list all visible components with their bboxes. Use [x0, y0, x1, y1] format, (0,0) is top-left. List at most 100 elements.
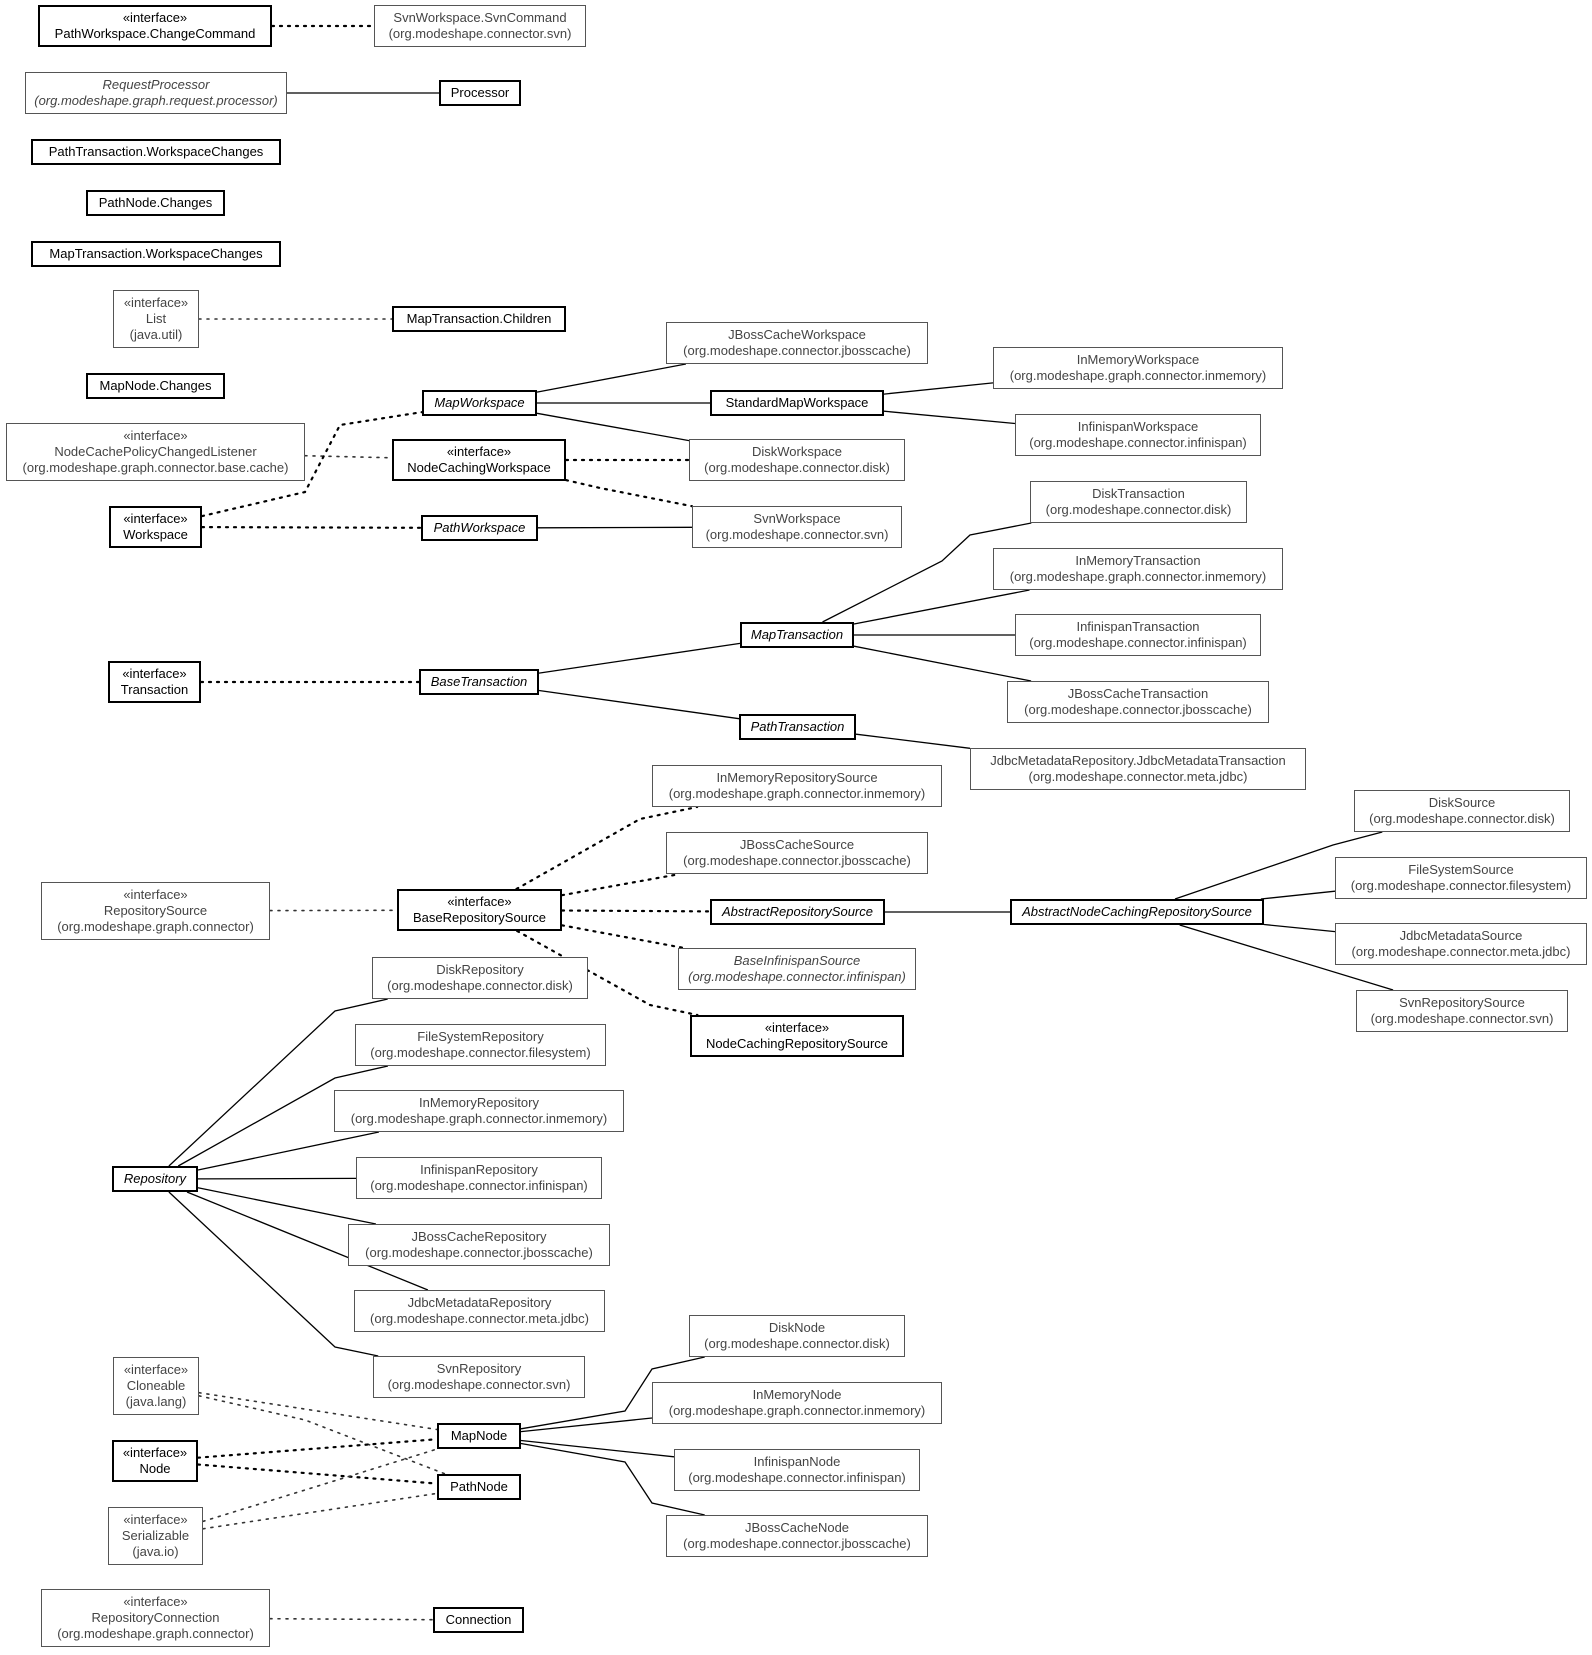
class-name: SvnWorkspace	[753, 511, 841, 526]
class-name: JBossCacheRepository	[411, 1229, 547, 1244]
package-label: (org.modeshape.connector.infinispan)	[1029, 435, 1247, 450]
package-label: (org.modeshape.connector.infinispan)	[688, 969, 906, 984]
class-name: Cloneable	[126, 1378, 186, 1393]
class-name: List	[145, 311, 167, 326]
class-box-svnrepositorysource: SvnRepositorySource(org.modeshape.connec…	[1356, 990, 1568, 1032]
class-name: RepositoryConnection	[91, 1610, 220, 1625]
class-name: Connection	[445, 1612, 512, 1627]
edge-serializable-to-pathnode	[202, 1492, 438, 1530]
class-name: JBossCacheNode	[744, 1520, 850, 1535]
class-box-pathtx-wschanges: PathTransaction.WorkspaceChanges	[31, 139, 281, 165]
class-box-abstractnodecachingrepositorysource: AbstractNodeCachingRepositorySource	[1010, 899, 1264, 925]
edge-cloneable-to-mapnode	[198, 1391, 438, 1431]
package-label: (org.modeshape.connector.disk)	[704, 460, 890, 475]
class-name: BaseInfinispanSource	[733, 953, 861, 968]
class-name: Node	[139, 1461, 171, 1476]
package-label: (org.modeshape.connector.disk)	[1369, 811, 1555, 826]
package-label: (org.modeshape.connector.jbosscache)	[365, 1245, 593, 1260]
class-name: PathWorkspace	[433, 520, 526, 535]
class-box-pw-changecommand: «interface»PathWorkspace.ChangeCommand	[38, 5, 272, 47]
edge-node-to-pathnode	[196, 1463, 439, 1485]
class-box-repositoryconnection: «interface»RepositoryConnection(org.mode…	[41, 1589, 270, 1647]
edge-mapnode-to-inmemorynode	[520, 1417, 653, 1433]
class-name: AbstractRepositorySource	[721, 904, 873, 919]
class-box-repositorysource: «interface»RepositorySource(org.modeshap…	[41, 882, 270, 940]
package-label: (org.modeshape.graph.connector)	[57, 919, 254, 934]
package-label: (org.modeshape.graph.request.processor)	[34, 93, 278, 108]
class-box-infinispantransaction: InfinispanTransaction(org.modeshape.conn…	[1015, 614, 1261, 656]
edge-cloneable-to-pathnode	[198, 1395, 447, 1475]
class-box-basetransaction: BaseTransaction	[419, 669, 539, 695]
edge-pathworkspace-to-svnworkspace	[537, 526, 693, 529]
edge-basetransaction-to-pathtransaction	[538, 689, 740, 720]
class-name: InMemoryNode	[752, 1387, 842, 1402]
class-name: MapTransaction.Children	[406, 311, 552, 326]
class-name: BaseTransaction	[430, 674, 528, 689]
edge-nodecachingworkspace-to-svnworkspace	[564, 479, 694, 508]
edge-repository-to-jdbcmetadatarepository	[186, 1191, 429, 1291]
edge-repository-to-inmemoryrepository	[197, 1131, 380, 1171]
class-box-workspace: «interface»Workspace	[109, 506, 202, 548]
class-box-mapnode: MapNode	[437, 1423, 521, 1449]
package-label: (org.modeshape.connector.svn)	[1370, 1011, 1554, 1026]
edge-serializable-to-mapnode	[202, 1448, 438, 1523]
class-box-svnrepository: SvnRepository(org.modeshape.connector.sv…	[373, 1356, 585, 1398]
class-box-node: «interface»Node	[112, 1440, 198, 1482]
edge-repository-to-svnrepository	[168, 1191, 379, 1357]
class-name: StandardMapWorkspace	[725, 395, 869, 410]
class-box-nodecachingworkspace: «interface»NodeCachingWorkspace	[392, 439, 566, 481]
edge-mapnode-to-jbosscachenode	[520, 1442, 705, 1516]
package-label: (org.modeshape.connector.infinispan)	[370, 1178, 588, 1193]
edge-mapworkspace-to-diskworkspace	[536, 412, 690, 442]
class-box-abstractrepositorysource: AbstractRepositorySource	[710, 899, 885, 925]
class-name: SvnRepositorySource	[1399, 995, 1525, 1010]
class-name: PathNode	[450, 1479, 508, 1494]
package-label: (org.modeshape.connector.infinispan)	[688, 1470, 906, 1485]
class-name: PathWorkspace.ChangeCommand	[54, 26, 256, 41]
class-box-nodecachepolicylistener: «interface»NodeCachePolicyChangedListene…	[6, 423, 305, 481]
package-label: (org.modeshape.connector.disk)	[1045, 502, 1232, 517]
class-box-infinispannode: InfinispanNode(org.modeshape.connector.i…	[674, 1449, 920, 1491]
class-name: AbstractNodeCachingRepositorySource	[1022, 904, 1252, 919]
class-name: InMemoryWorkspace	[1076, 352, 1200, 367]
edge-mapnode-to-disknode	[520, 1356, 705, 1430]
class-box-pathnode-changes: PathNode.Changes	[86, 190, 225, 216]
package-label: (org.modeshape.graph.connector.inmemory)	[668, 1403, 926, 1418]
package-label: (org.modeshape.connector.jbosscache)	[1024, 702, 1252, 717]
class-name: JBossCacheSource	[739, 837, 855, 852]
stereotype-label: «interface»	[123, 1594, 188, 1609]
class-box-jbosscachenode: JBossCacheNode(org.modeshape.connector.j…	[666, 1515, 928, 1557]
edge-maptransaction-to-inmemorytransaction	[853, 589, 1030, 625]
stereotype-label: «interface»	[123, 887, 188, 902]
edge-maptransaction-to-disktransaction	[822, 522, 1032, 623]
class-box-inmemoryrepository: InMemoryRepository(org.modeshape.graph.c…	[334, 1090, 624, 1132]
class-name: FileSystemRepository	[417, 1029, 544, 1044]
package-label: (java.lang)	[125, 1394, 187, 1409]
stereotype-label: «interface»	[122, 666, 187, 681]
class-box-list: «interface»List(java.util)	[113, 290, 199, 348]
class-name: Processor	[450, 85, 510, 100]
package-label: (org.modeshape.connector.filesystem)	[1350, 878, 1572, 893]
package-label: (org.modeshape.graph.connector.inmemory)	[350, 1111, 608, 1126]
class-name: InfinispanWorkspace	[1077, 419, 1199, 434]
package-label: (org.modeshape.graph.connector.inmemory)	[1009, 569, 1267, 584]
class-box-svnworkspace: SvnWorkspace(org.modeshape.connector.svn…	[692, 506, 902, 548]
package-label: (org.modeshape.connector.disk)	[387, 978, 573, 993]
edge-workspace-to-pathworkspace	[200, 525, 423, 529]
class-box-jdbcmetadatarepository: JdbcMetadataRepository(org.modeshape.con…	[354, 1290, 605, 1332]
stereotype-label: «interface»	[123, 1512, 188, 1527]
edge-mapworkspace-to-jbosscacheworkspace	[536, 363, 687, 393]
class-name: MapNode.Changes	[99, 378, 212, 393]
class-box-jbosscachetransaction: JBossCacheTransaction(org.modeshape.conn…	[1007, 681, 1269, 723]
class-box-infinispanrepository: InfinispanRepository(org.modeshape.conne…	[356, 1157, 602, 1199]
class-name: DiskTransaction	[1092, 486, 1185, 501]
class-box-nodecachingrepositorysource: «interface»NodeCachingRepositorySource	[690, 1015, 904, 1057]
class-name: SvnWorkspace.SvnCommand	[393, 10, 567, 25]
class-box-serializable: «interface»Serializable(java.io)	[108, 1507, 203, 1565]
edge-repository-to-filesystemrepository	[177, 1065, 389, 1167]
class-box-pathnode: PathNode	[437, 1474, 521, 1500]
class-name: JBossCacheTransaction	[1067, 686, 1209, 701]
class-name: Transaction	[120, 682, 189, 697]
class-name: PathNode.Changes	[98, 195, 213, 210]
